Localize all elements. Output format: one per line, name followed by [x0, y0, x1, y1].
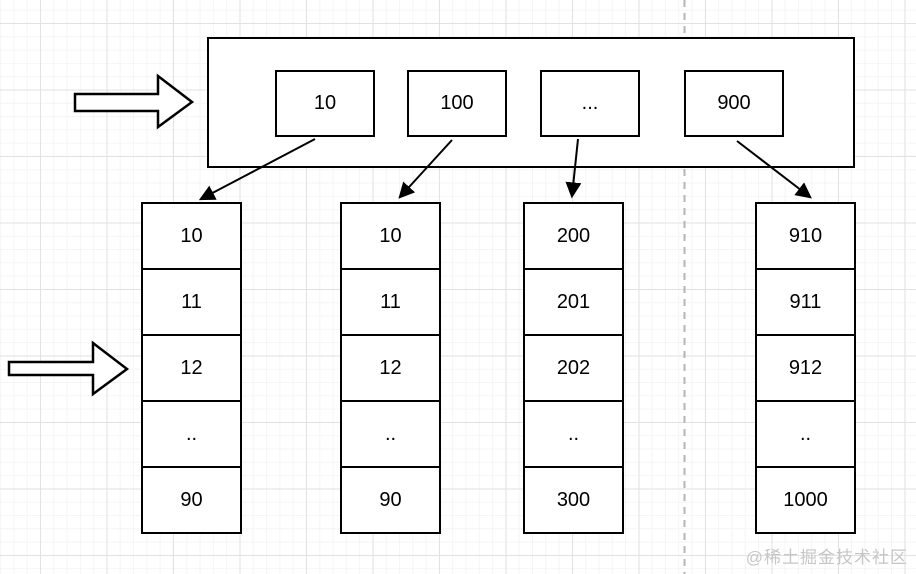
- bucket-cell: 200: [525, 204, 622, 270]
- bucket-cell: 300: [525, 468, 622, 532]
- bucket-column-4: 910 911 912 .. 1000: [755, 202, 856, 534]
- index-box-10: 10: [275, 70, 375, 137]
- bucket-cell: 90: [143, 468, 240, 532]
- bucket-cell: 12: [342, 336, 439, 402]
- bucket-cell: ..: [757, 402, 854, 468]
- bucket-cell: 11: [342, 270, 439, 336]
- bucket-cell: ..: [525, 402, 622, 468]
- index-box-100: 100: [407, 70, 507, 137]
- block-arrow-top-icon: [73, 73, 195, 130]
- block-arrow-left-icon: [7, 340, 130, 397]
- bucket-cell: ..: [342, 402, 439, 468]
- bucket-cell: 911: [757, 270, 854, 336]
- bucket-cell: ..: [143, 402, 240, 468]
- bucket-cell: 202: [525, 336, 622, 402]
- bucket-cell: 201: [525, 270, 622, 336]
- bucket-column-1: 10 11 12 .. 90: [141, 202, 242, 534]
- index-box-900: 900: [684, 70, 784, 137]
- bucket-cell: 10: [342, 204, 439, 270]
- index-box-ellipsis: ...: [540, 70, 640, 137]
- bucket-cell: 912: [757, 336, 854, 402]
- bucket-cell: 90: [342, 468, 439, 532]
- watermark: @稀土掘金技术社区: [745, 548, 908, 567]
- bucket-column-2: 10 11 12 .. 90: [340, 202, 441, 534]
- bucket-cell: 10: [143, 204, 240, 270]
- bucket-cell: 910: [757, 204, 854, 270]
- bucket-cell: 1000: [757, 468, 854, 532]
- bucket-column-3: 200 201 202 .. 300: [523, 202, 624, 534]
- bucket-cell: 11: [143, 270, 240, 336]
- bucket-cell: 12: [143, 336, 240, 402]
